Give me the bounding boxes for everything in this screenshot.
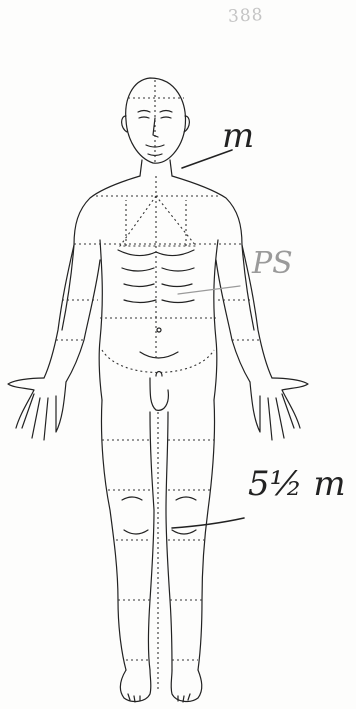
right-leg-inner <box>166 412 172 670</box>
left-hand <box>8 378 66 440</box>
torso-right-outline <box>172 176 254 330</box>
neck-annotation: m <box>222 116 254 156</box>
right-leg-outer <box>198 400 215 670</box>
abdomen-pointer-line <box>178 286 240 294</box>
neck-outline <box>140 160 172 176</box>
right-foot <box>171 670 202 701</box>
flank-right <box>214 240 218 400</box>
knee-pointer-line <box>172 518 244 528</box>
genital-area <box>150 372 168 411</box>
right-hand <box>250 378 308 440</box>
left-arm-outer <box>44 245 74 378</box>
left-foot <box>120 670 151 701</box>
left-leg-inner <box>149 412 155 670</box>
head-outline <box>126 78 186 163</box>
knee-annotation: 5½ m <box>248 464 346 504</box>
abdomen-annotation: PS <box>252 246 293 281</box>
